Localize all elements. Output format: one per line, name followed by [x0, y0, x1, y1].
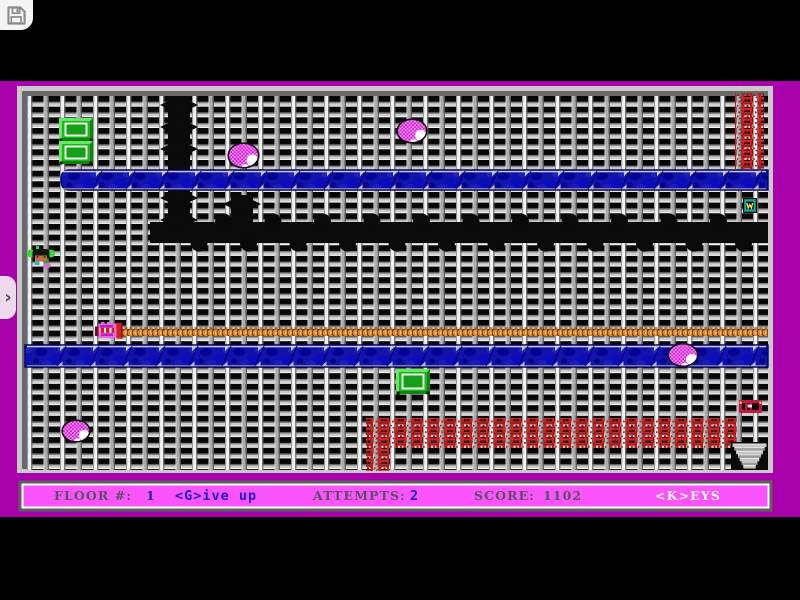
- save-button[interactable]: [0, 0, 33, 30]
- balloon: [61, 419, 91, 443]
- black-chain: [160, 96, 198, 171]
- hero-sprite: [27, 246, 55, 269]
- blue-bar: [60, 169, 769, 191]
- balloon: [396, 118, 428, 144]
- blue-bar: [24, 344, 769, 368]
- drawer-toggle[interactable]: ›: [0, 276, 16, 319]
- status-bar-box: [18, 480, 773, 512]
- red-lattice: [366, 418, 389, 471]
- gift-box: [396, 369, 430, 395]
- vehicle-sprite: [95, 322, 123, 339]
- black-band: [150, 213, 768, 252]
- girder-field: [27, 96, 768, 470]
- monogram-icon: [743, 198, 757, 213]
- crimson-box: [739, 400, 762, 413]
- balloon: [667, 342, 699, 368]
- funnel: [731, 442, 768, 470]
- gift-box: [59, 118, 93, 142]
- red-lattice: [735, 93, 764, 169]
- entity-layer: [24, 93, 769, 471]
- red-lattice: [366, 418, 737, 448]
- floppy-disk-icon: [7, 5, 26, 25]
- game-screen: [0, 81, 800, 517]
- gift-box: [59, 141, 93, 165]
- black-chain: [223, 195, 261, 223]
- chevron-right-icon: ›: [4, 287, 12, 308]
- bead-rope: [122, 327, 768, 336]
- balloon: [227, 142, 260, 169]
